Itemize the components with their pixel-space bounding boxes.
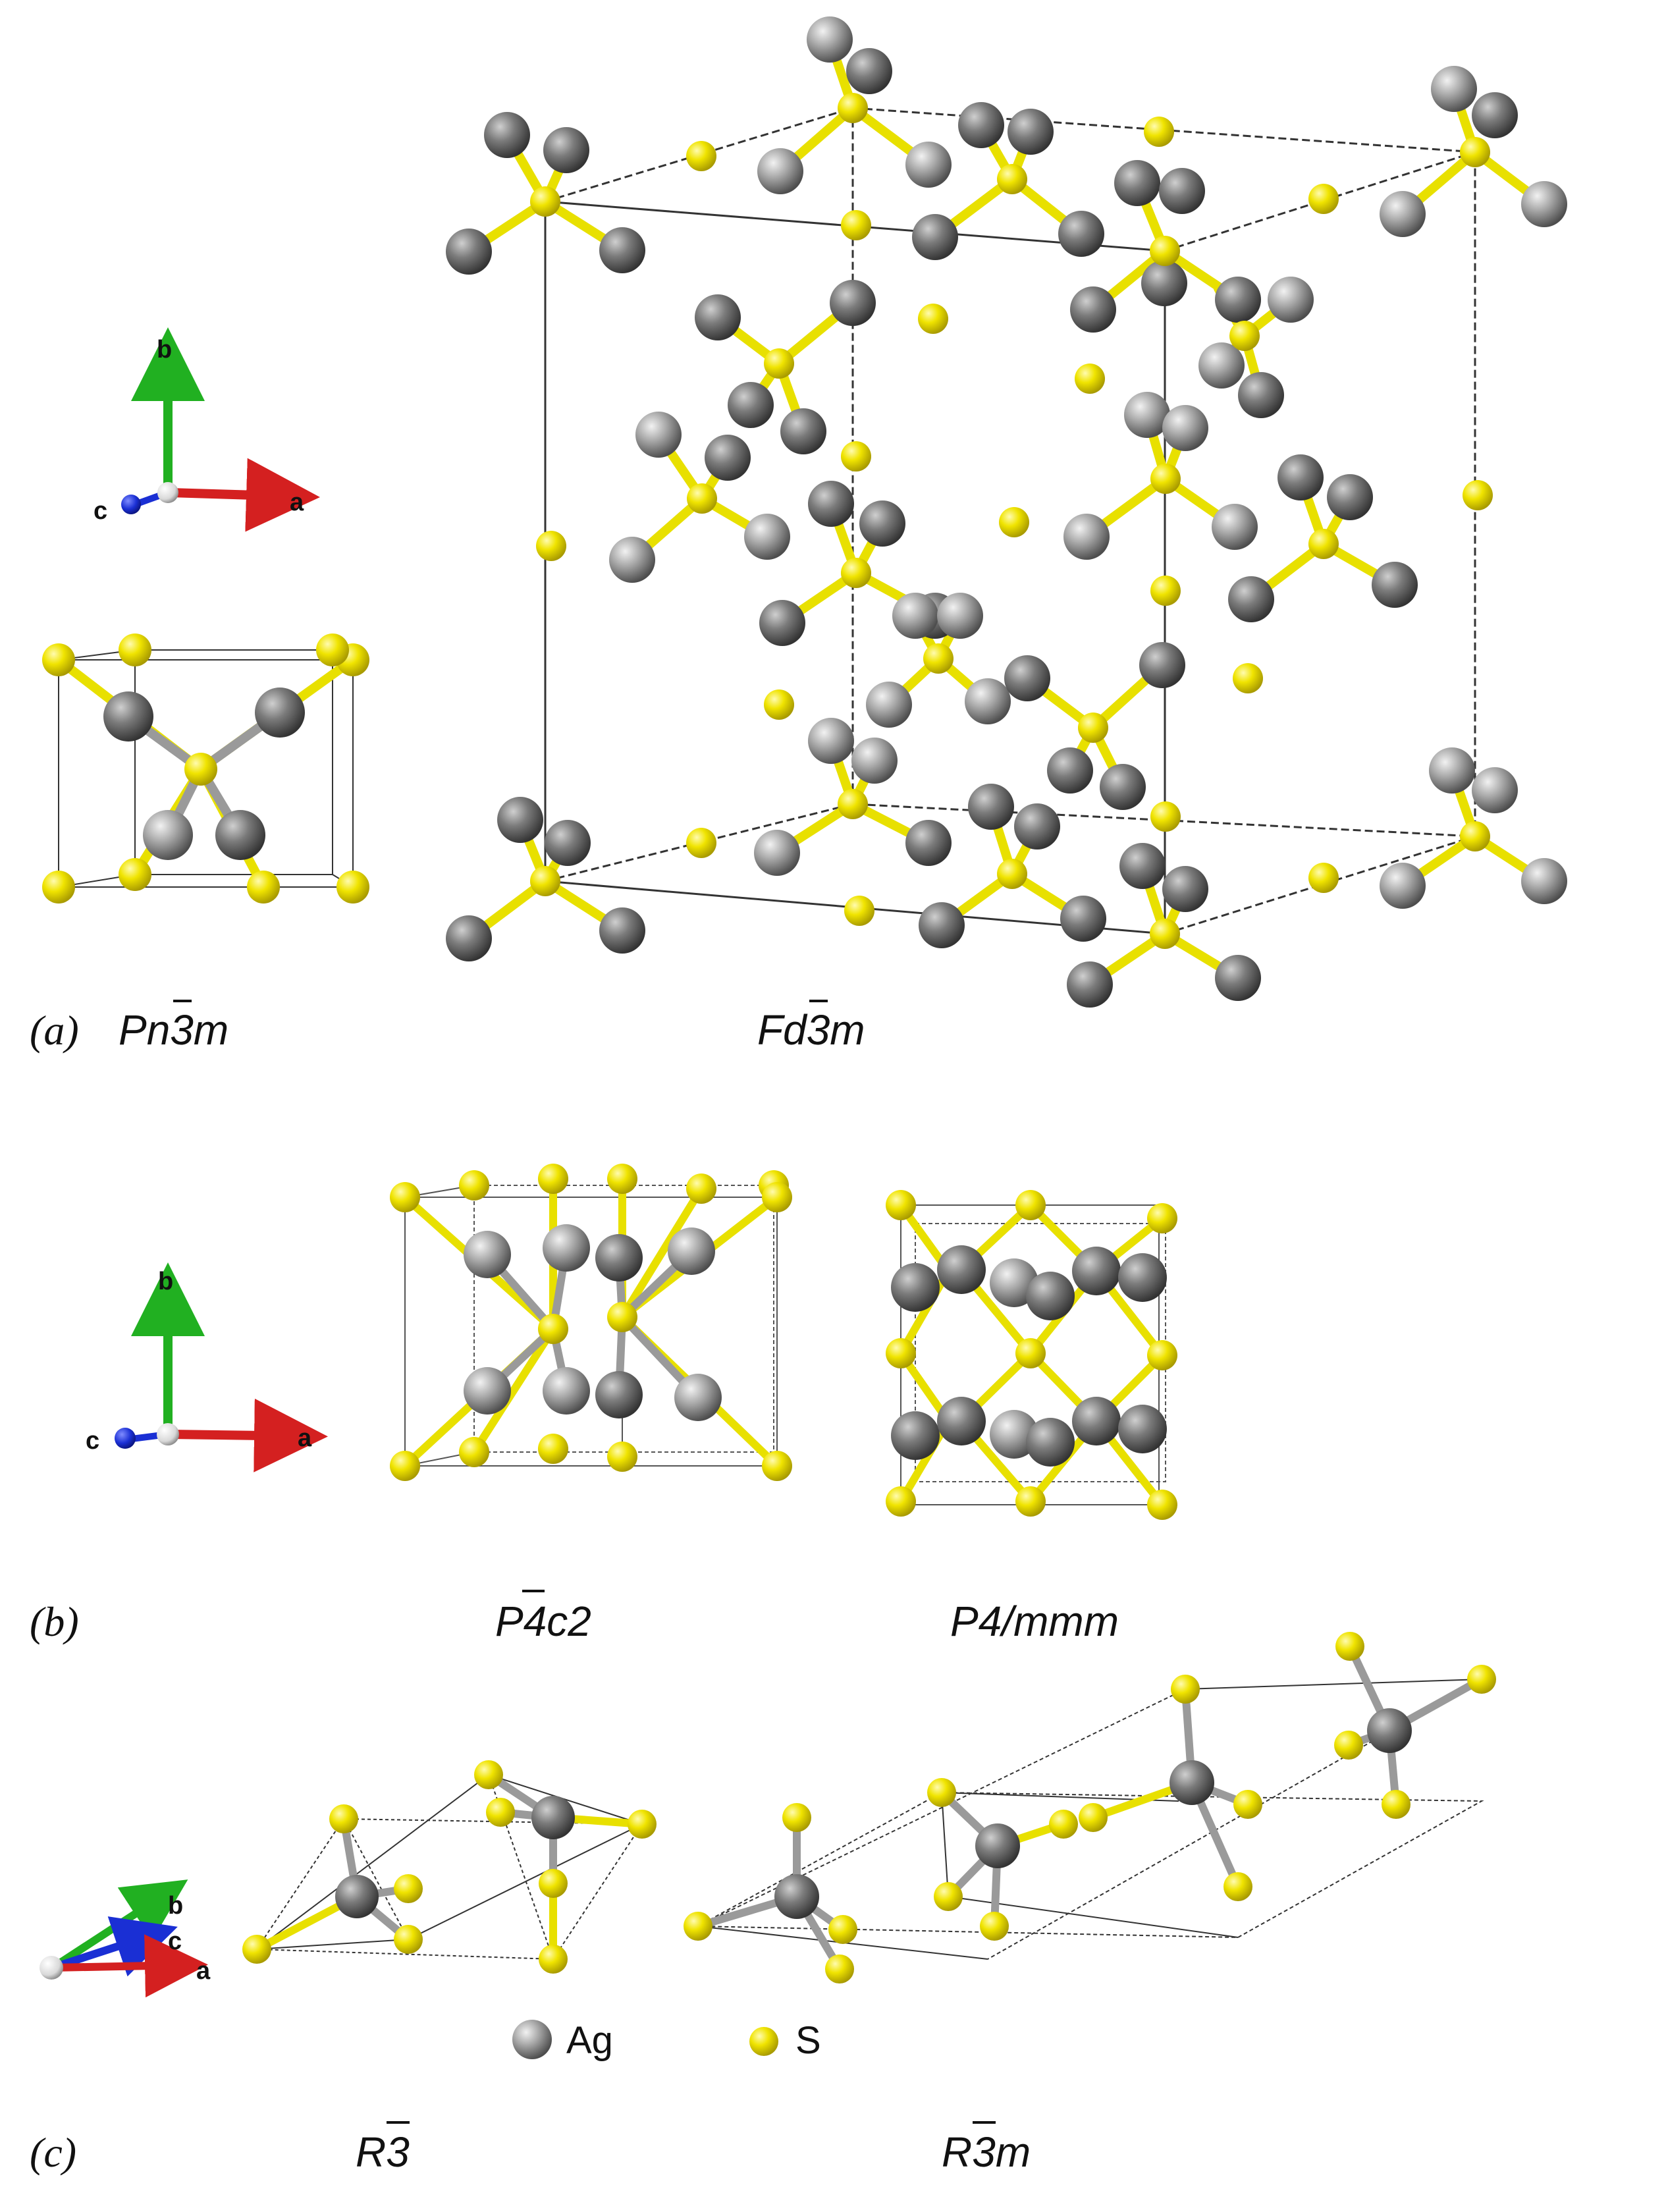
pn3m-structure <box>42 634 369 904</box>
axis-c-label: c <box>94 497 107 525</box>
group-label-r3: R3 <box>356 2121 410 2176</box>
axis-origin <box>157 482 178 503</box>
panel-c-label: (c) <box>30 2129 76 2176</box>
panel-b-label: (b) <box>30 1598 79 1645</box>
axis-b-label: b <box>157 336 172 364</box>
legend-s-label: S <box>795 2019 821 2062</box>
axis-c-label: c <box>86 1427 99 1455</box>
axis-triad-b: b a c <box>86 1262 328 1472</box>
panel-a-label: (a) <box>30 1007 79 1054</box>
panel-b: b a c <box>30 1164 1177 1645</box>
axis-origin <box>157 1423 179 1445</box>
axis-c-label: c <box>168 1928 182 1955</box>
legend: Ag S <box>512 2019 821 2062</box>
r3-text: R3 <box>356 2128 410 2176</box>
fd3m-structure <box>446 16 1567 1008</box>
axis-origin <box>40 1956 63 1980</box>
axis-b-label: b <box>158 1268 173 1295</box>
r3m-structure <box>684 1632 1496 1983</box>
group-label-pn3m: Pn3m <box>119 1000 228 1054</box>
legend-s-swatch <box>749 2027 778 2056</box>
axis-triad-c: b c a <box>40 1879 211 1998</box>
p4mmm-text: P4/mmm <box>950 1598 1119 1645</box>
p4c2-structure <box>390 1164 792 1481</box>
c-axis-head <box>121 495 141 514</box>
group-label-p4c2: P4c2 <box>495 1590 591 1645</box>
axis-a-label: a <box>298 1424 312 1452</box>
a-axis-arrow <box>169 458 320 532</box>
axis-a-label: a <box>290 489 304 516</box>
panel-c: b c a <box>30 1632 1496 2176</box>
axis-triad-a: b a c <box>94 327 320 532</box>
r3m-text: R3m <box>942 2128 1031 2176</box>
group-label-r3m: R3m <box>942 2121 1031 2176</box>
a-axis-arrow <box>169 1398 328 1472</box>
p4c2-text: P4c2 <box>495 1598 591 1645</box>
r3-structure <box>242 1760 657 1974</box>
axis-b-label: b <box>168 1892 183 1920</box>
p4mmm-structure <box>886 1190 1177 1520</box>
a-axis-arrow <box>52 1934 208 1998</box>
axis-a-label: a <box>196 1957 211 1985</box>
c-axis-head <box>115 1428 136 1449</box>
group-label-fd3m: Fd3m <box>757 1000 865 1054</box>
panel-a: b a c <box>30 16 1567 1054</box>
b-axis-arrow <box>50 1879 188 1972</box>
legend-ag-swatch <box>512 2020 552 2059</box>
fd3m-text: Fd3m <box>757 1006 865 1054</box>
pn3m-text: Pn3m <box>119 1006 228 1054</box>
legend-ag-label: Ag <box>566 2019 613 2062</box>
